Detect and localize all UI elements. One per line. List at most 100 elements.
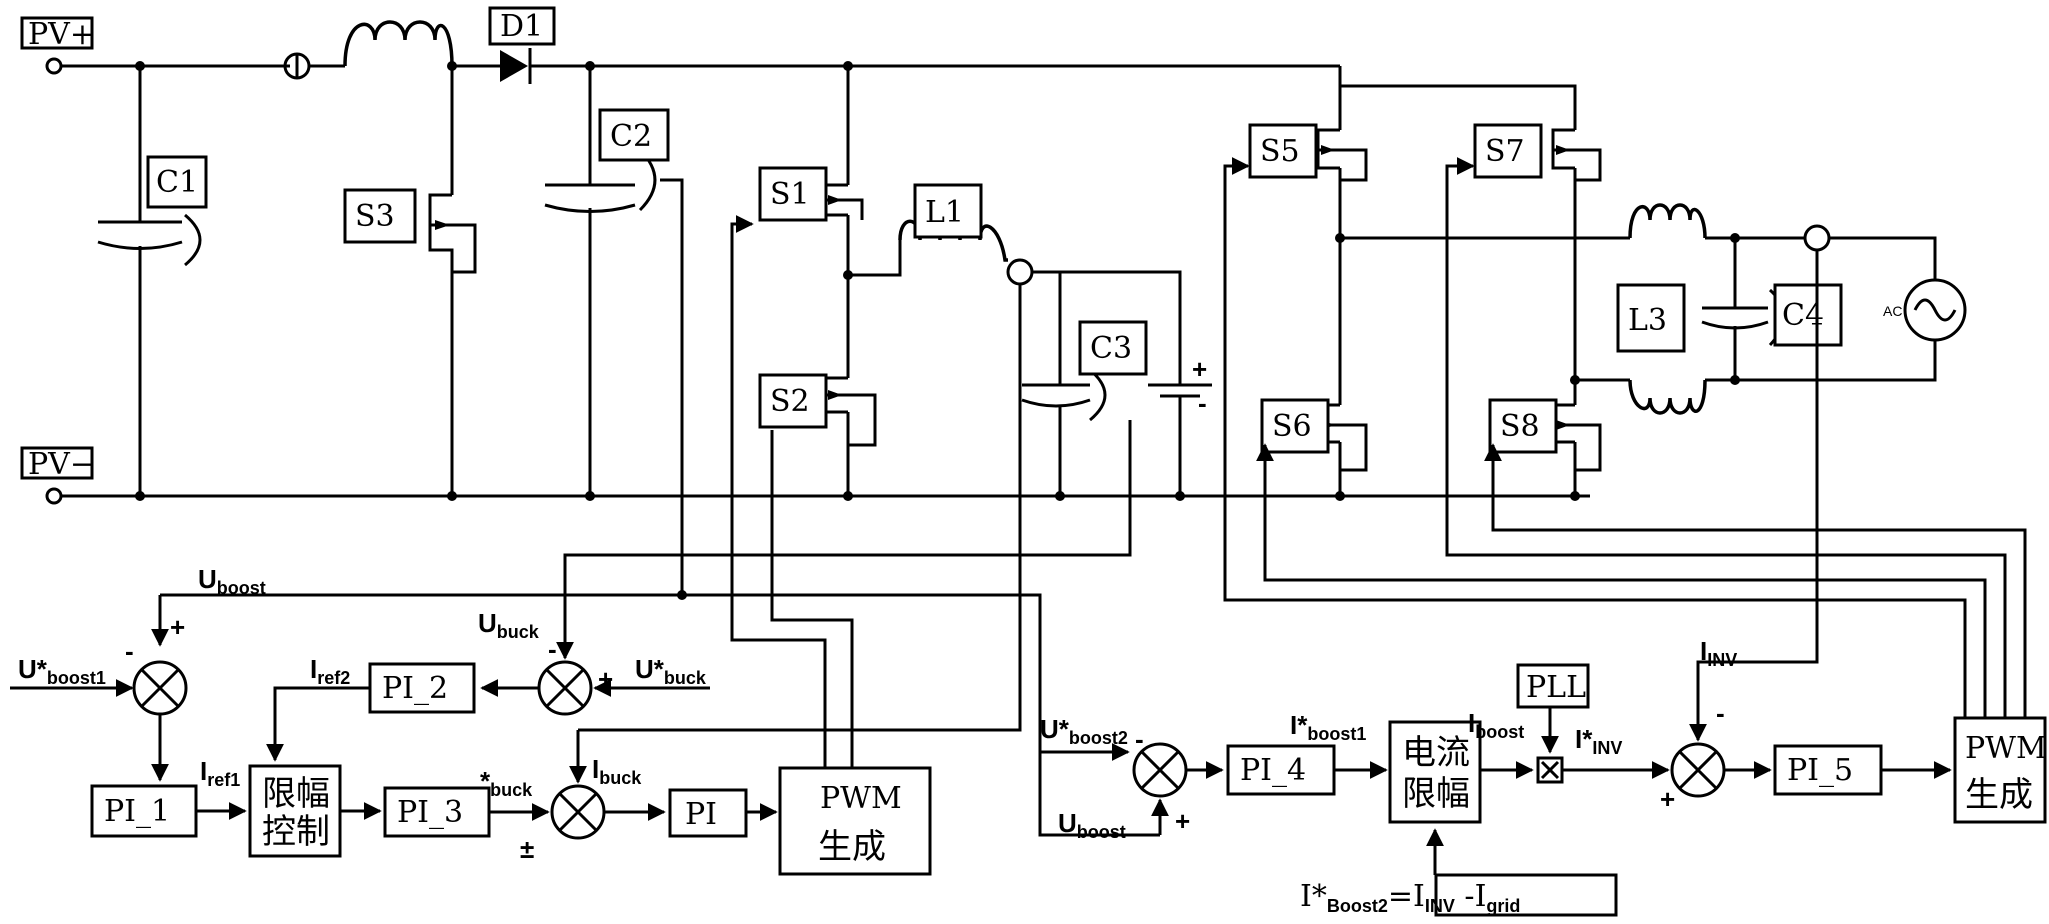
- gate-drive-s2: [770, 430, 854, 768]
- power-circuit: PV+ PV− D1 C1 S3: [20, 6, 1967, 732]
- c2-label-box: [598, 108, 670, 162]
- sum3-plusminus: ±: [520, 834, 534, 864]
- s6-label: S6: [1272, 409, 1312, 444]
- i-boost1-ref-label: I*boost1: [1290, 710, 1366, 744]
- output-inductor-bottom: [1628, 379, 1707, 415]
- i-buck-ref-label: *buck: [480, 766, 533, 800]
- i-ref1-label: Iref1: [200, 756, 240, 790]
- c1-label-box: [146, 155, 208, 209]
- s1-label: S1: [770, 177, 810, 212]
- gate-drive-s7: [1445, 157, 2007, 718]
- sum4-minus: -: [1135, 724, 1144, 754]
- i-inv-ref-label: I*INV: [1575, 724, 1622, 758]
- pi-4-block: [1226, 744, 1336, 796]
- c2-label: C2: [610, 119, 652, 154]
- formula-label: I*Boost2=IINV -Igrid: [1300, 879, 1520, 916]
- pll-label: PLL: [1526, 670, 1586, 705]
- l3-label: L3: [1628, 303, 1667, 338]
- pi-4-label: PI_4: [1240, 753, 1306, 788]
- limiter-label-2: 控制: [262, 812, 330, 852]
- s8-label: S8: [1500, 409, 1540, 444]
- inverter-control: U*boost2 - Uboost + PI_4 I*boost1 电流 限幅 …: [1040, 157, 2047, 917]
- i-inv-label: IINV: [1700, 636, 1737, 670]
- s7-label-box: [1473, 123, 1543, 179]
- formula-box: [1434, 873, 1618, 917]
- limiter-block: [248, 764, 342, 858]
- pi-2-block: [368, 662, 476, 714]
- s2-label: S2: [770, 384, 810, 419]
- current-limit-label-2: 限幅: [1402, 774, 1470, 814]
- i-buck-sense-wire: [578, 284, 1022, 732]
- current-sensor-buck: [1006, 258, 1034, 286]
- diode-d1: [500, 50, 528, 82]
- current-sensor-grid: [1803, 224, 1831, 252]
- i-buck-label: Ibuck: [592, 754, 642, 788]
- battery-minus-label: -: [1198, 388, 1207, 418]
- buck-boost-control: Uboost + U*boost1 - PI_1 Iref1 限幅 控制 Ire…: [10, 215, 1160, 876]
- u-boost1-ref-label: U*boost1: [18, 654, 106, 688]
- c4-label-box: [1773, 283, 1843, 347]
- pi-5-label: PI_5: [1787, 753, 1853, 788]
- i-ref2-label: Iref2: [310, 654, 350, 688]
- c3-label: C3: [1090, 331, 1132, 366]
- pv-minus-terminal: [45, 487, 63, 505]
- pwm-generator-2: [1953, 716, 2047, 824]
- pi-5-block: [1773, 744, 1883, 796]
- l1-label-box: [913, 183, 983, 239]
- pi-3-label: PI_3: [397, 795, 463, 830]
- sum5-plus: +: [1660, 784, 1675, 814]
- sum1-minus: -: [125, 636, 134, 666]
- u-boost-label: Uboost: [198, 564, 266, 598]
- d1-label-box: [488, 6, 556, 46]
- pwm-1-label: PWM: [820, 781, 902, 816]
- output-inductor-top: [1628, 203, 1707, 239]
- pi-1-block: [90, 784, 198, 838]
- battery-plus-label: +: [1192, 354, 1207, 384]
- gate-drive-s8: [1484, 443, 2027, 718]
- ac-label: AC: [1883, 303, 1902, 319]
- sum1-plus: +: [170, 612, 185, 642]
- u-buck-sense-wire: [563, 420, 1132, 625]
- u-boost2-label: Uboost: [1058, 808, 1126, 842]
- pv-minus-label-box: [20, 446, 94, 480]
- i-inv-sense-wire: [1689, 250, 1819, 742]
- pi-1-label: PI_1: [104, 794, 170, 829]
- pwm-2-label-cn: 生成: [1965, 775, 2033, 815]
- sum2-minus: -: [548, 634, 557, 664]
- l3-label-box: [1616, 283, 1686, 353]
- sum2-plus: +: [598, 664, 613, 694]
- pwm-1-label-cn: 生成: [818, 827, 886, 867]
- junction-dots: [135, 61, 1740, 600]
- pwm-generator-1: [778, 766, 932, 876]
- s7-label: S7: [1485, 134, 1525, 169]
- u-buck-ref-label: U*buck: [635, 654, 707, 688]
- pv-minus-label: PV−: [28, 447, 95, 482]
- pll-block: [1516, 663, 1590, 709]
- pwm-2-label: PWM: [1965, 731, 2047, 766]
- s2-label-box: [758, 373, 828, 429]
- sum5-minus: -: [1716, 698, 1725, 728]
- limiter-label-1: 限幅: [262, 774, 330, 814]
- gate-drive-s5: [1223, 157, 1967, 718]
- sum4-plus: +: [1175, 806, 1190, 836]
- pv-plus-label: PV+: [28, 17, 95, 52]
- u-boost-sense-wire: [660, 178, 684, 595]
- current-limit-block: [1388, 720, 1482, 824]
- pi-label: PI: [685, 797, 717, 832]
- pv-plus-label-box: [20, 16, 94, 50]
- s5-label: S5: [1260, 134, 1300, 169]
- pv-plus-terminal: [45, 57, 63, 75]
- i-boost-label: Iboost: [1468, 708, 1524, 742]
- d1-label: D1: [500, 9, 543, 44]
- s3-label-box: [343, 188, 417, 244]
- s8-label-box: [1488, 398, 1558, 454]
- c3-label-box: [1078, 320, 1148, 376]
- u-buck-label: Ubuck: [478, 608, 540, 642]
- s5-label-box: [1248, 123, 1318, 179]
- s1-label-box: [758, 166, 828, 222]
- l1-label: L1: [925, 195, 964, 230]
- u-boost2-ref-label: U*boost2: [1040, 714, 1128, 748]
- s3-label: S3: [355, 199, 395, 234]
- pi-2-label: PI_2: [382, 671, 448, 706]
